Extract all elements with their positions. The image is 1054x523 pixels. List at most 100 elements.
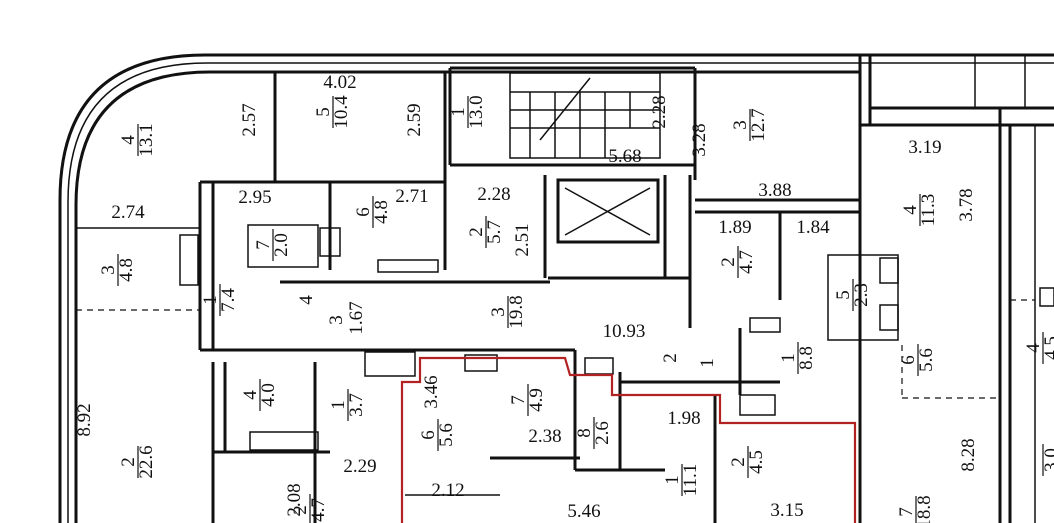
room-area: 3.7 bbox=[346, 393, 367, 417]
room-label: 111.1 bbox=[662, 464, 701, 497]
dimension-label: 3.88 bbox=[758, 180, 791, 201]
corridor-mark: 1 bbox=[697, 358, 718, 368]
room-number: 4 bbox=[118, 135, 139, 145]
dimension-label: 4.02 bbox=[323, 72, 356, 93]
room-label: 411.3 bbox=[900, 194, 939, 227]
room-label: 34.8 bbox=[98, 254, 137, 286]
room-area: 2.0 bbox=[271, 233, 292, 257]
room-label: 72.0 bbox=[253, 229, 292, 261]
room-label: 113.0 bbox=[448, 95, 487, 128]
room-number: 7 bbox=[896, 507, 917, 517]
room-number: 1 bbox=[778, 353, 799, 363]
room-area: 11.1 bbox=[680, 464, 701, 497]
dimension-label: 2.71 bbox=[395, 186, 428, 207]
room-number: 1 bbox=[328, 400, 349, 410]
room-area: 4.5 bbox=[1041, 336, 1054, 360]
dimension-label: 2.29 bbox=[343, 456, 376, 477]
dimension-label: 2.57 bbox=[239, 103, 260, 136]
room-label: 65.6 bbox=[898, 344, 937, 376]
corridor-mark: 3 bbox=[326, 315, 347, 325]
room-label: 82.6 bbox=[574, 417, 613, 449]
dashed-lines bbox=[76, 299, 1035, 399]
dimension-label: 3.46 bbox=[421, 375, 442, 408]
dimension-label: 2.74 bbox=[111, 202, 145, 223]
room-number: 2 bbox=[118, 457, 139, 467]
room-number: 1 bbox=[662, 475, 683, 485]
room-label: 64.8 bbox=[353, 196, 392, 228]
room-area: 5.6 bbox=[916, 348, 937, 372]
dimension-label: 2.28 bbox=[477, 184, 510, 205]
dimension-label: 1.84 bbox=[796, 217, 830, 238]
room-label: 13.7 bbox=[328, 389, 367, 421]
room-label: 24.7 bbox=[290, 494, 329, 523]
room-number: 5 bbox=[833, 290, 854, 300]
room-number: 7 bbox=[508, 395, 529, 405]
room-number: 5 bbox=[313, 107, 334, 117]
room-label: 18.8 bbox=[778, 342, 817, 374]
dimension-label: 1.98 bbox=[667, 408, 700, 429]
dimension-label: 5.68 bbox=[608, 146, 641, 167]
room-area: 22.6 bbox=[136, 445, 157, 478]
highlighted-apartment bbox=[400, 356, 857, 523]
room-label: 44.0 bbox=[240, 379, 279, 411]
room-label: 413.1 bbox=[118, 123, 157, 156]
dimension-label: 2.08 bbox=[284, 483, 305, 516]
room-area: 8.8 bbox=[796, 346, 817, 370]
corridor-mark: 2 bbox=[660, 353, 681, 363]
room-area: 13.0 bbox=[466, 95, 487, 128]
room-number: 4 bbox=[1023, 343, 1044, 353]
room-number: 3 bbox=[730, 120, 751, 130]
dimension-label: 2.28 bbox=[649, 95, 670, 128]
room-label: 312.7 bbox=[730, 108, 769, 141]
room-number: 3 bbox=[98, 265, 119, 275]
room-label: 319.8 bbox=[488, 295, 527, 328]
room-area: 3.0 bbox=[1041, 448, 1054, 472]
room-number: 8 bbox=[574, 428, 595, 438]
room-area: 2.6 bbox=[592, 421, 613, 445]
room-label: 44.5 bbox=[1023, 332, 1054, 364]
room-area: 4.0 bbox=[258, 383, 279, 407]
dimension-label: 2.59 bbox=[404, 103, 425, 136]
room-area: 5.7 bbox=[484, 220, 505, 244]
room-number: 2 bbox=[466, 227, 487, 237]
dimension-label: 5.46 bbox=[567, 501, 600, 522]
room-area: 13.1 bbox=[136, 123, 157, 156]
room-number: 4 bbox=[900, 205, 921, 215]
dimension-label: 2.51 bbox=[512, 223, 533, 256]
dimension-label: 8.92 bbox=[74, 403, 95, 436]
room-number: 2 bbox=[290, 505, 311, 515]
room-label: 17.4 bbox=[200, 284, 239, 316]
room-label: 52.3 bbox=[833, 279, 872, 311]
dimension-label: 3.28 bbox=[689, 123, 710, 156]
room-area: 19.8 bbox=[506, 295, 527, 328]
room-number: 4 bbox=[240, 390, 261, 400]
room-number: 6 bbox=[418, 430, 439, 440]
room-label: 25.7 bbox=[466, 216, 505, 248]
dimension-label: 10.93 bbox=[603, 321, 646, 342]
room-label: 510.4 bbox=[313, 95, 352, 129]
room-label: 65.6 bbox=[418, 419, 457, 451]
room-number: 2 bbox=[728, 457, 749, 467]
room-area: 4.8 bbox=[116, 258, 137, 282]
ventilation-shafts bbox=[179, 224, 1054, 451]
room-area: 7.4 bbox=[218, 288, 239, 312]
room-number: 7 bbox=[253, 240, 274, 250]
room-number: 2 bbox=[718, 257, 739, 267]
room-number: 3 bbox=[488, 307, 509, 317]
room-area: 4.9 bbox=[526, 388, 547, 412]
dimension-label: 1.89 bbox=[718, 217, 751, 238]
room-label: 24.7 bbox=[718, 246, 757, 278]
room-area: 10.4 bbox=[331, 95, 352, 129]
room-label: 3.0 bbox=[1041, 444, 1054, 476]
dimension-label: 1.67 bbox=[346, 301, 367, 334]
dimension-label: 3.78 bbox=[956, 188, 977, 221]
room-area: 4.7 bbox=[736, 250, 757, 274]
room-number: 6 bbox=[353, 207, 374, 217]
room-area: 4.7 bbox=[308, 498, 329, 522]
interior-walls bbox=[76, 66, 862, 523]
dimension-label: 2.12 bbox=[431, 480, 464, 501]
